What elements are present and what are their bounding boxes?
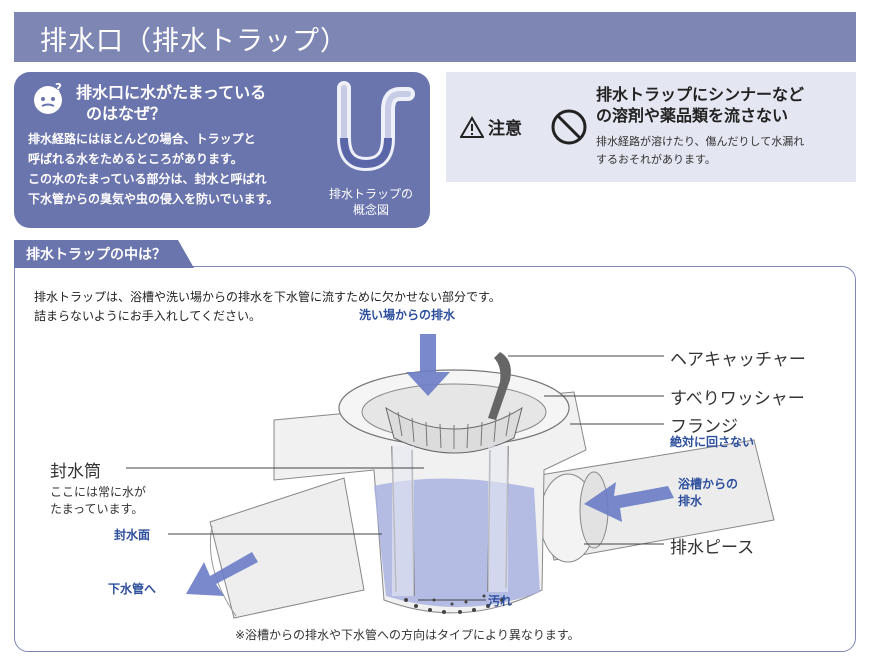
section-tab-shape (14, 240, 194, 268)
seal-tube-note: ここには常に水が たまっています。 (50, 485, 147, 516)
section-tab: 排水トラップの中は？ (14, 240, 194, 268)
title-bar: 排水口（排水トラップ） (14, 12, 856, 62)
trap-cutaway-diagram: 洗い場からの排水 ヘアキャッチャー すべりワッシャー フランジ 絶対に回さない … (14, 300, 856, 630)
section-box (14, 266, 856, 652)
trap-concept-illustration (337, 81, 415, 172)
dirt-label: 汚れ (488, 594, 513, 608)
svg-text:?: ? (55, 82, 62, 95)
info-body: 排水経路にはほとんどの場合、トラップと 呼ばれる水をためるところがあります。 こ… (28, 132, 279, 206)
wash-area-flow-label: 洗い場からの排水 (359, 308, 456, 322)
info-box: ? 排水口に水がたまっている のはなぜ？ 排水経路にはほとんどの場合、トラップと… (14, 72, 430, 228)
caution-heading: 排水トラップにシンナーなど の溶剤や薬品類を流さない (596, 85, 805, 125)
page-title: 排水口（排水トラップ） (40, 26, 348, 57)
prohibited-icon (551, 109, 587, 145)
caution-box: 注意 排水トラップにシンナーなど の溶剤や薬品類を流さない 排水経路が溶けたり、… (446, 72, 856, 182)
seal-surface-label: 封水面 (114, 528, 151, 542)
seal-tube-label: 封水筒 (50, 462, 101, 482)
info-heading: 排水口に水がたまっている のはなぜ？ (76, 83, 267, 123)
caution-body: 排水経路が溶けたり、傷んだりして水漏れ するおそれがあります。 (596, 135, 805, 166)
hair-catcher-label: ヘアキャッチャー (670, 350, 806, 370)
question-face-icon: ? (34, 82, 62, 114)
section-intro: 排水トラップは、浴槽や洗い場からの排水を下水管に流すために欠かせない部分です。 … (34, 290, 501, 323)
trap-figure-caption: 排水トラップの 概念図 (328, 187, 413, 217)
flange-label: フランジ (670, 417, 738, 437)
warning-triangle-icon (460, 115, 484, 138)
section-title: 排水トラップの中は？ (26, 247, 166, 263)
drain-piece-label: 排水ピース (670, 538, 755, 558)
bathtub-flow-label: 浴槽からの 排水 (678, 477, 739, 508)
trap-cutaway-illustration (126, 334, 775, 619)
to-sewer-label: 下水管へ (108, 582, 157, 596)
flange-warning-label: 絶対に回さない (670, 435, 755, 449)
caution-label: 注意 (460, 114, 522, 139)
footnote: ※浴槽からの排水や下水管への方向はタイプにより異なります。 (235, 628, 580, 642)
slip-washer-label: すべりワッシャー (670, 389, 805, 409)
